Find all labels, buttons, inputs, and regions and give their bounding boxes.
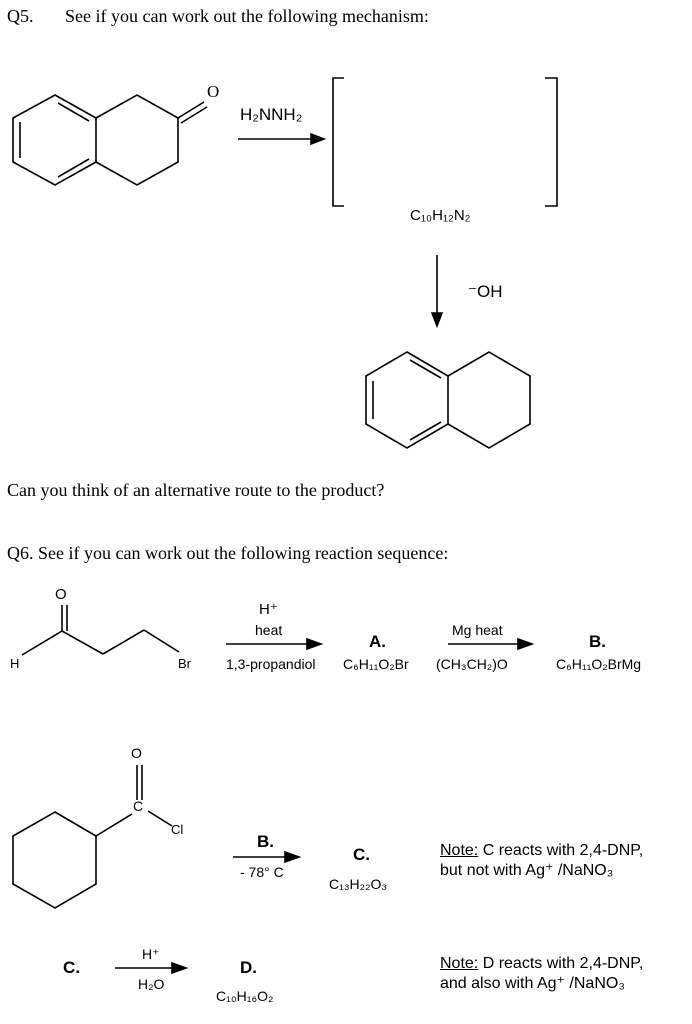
- q6-arrow-1: [226, 637, 324, 651]
- product-c-formula: C₁₃H₂₂O₃: [329, 876, 388, 892]
- acyl-carbon: C: [133, 798, 144, 814]
- product-b-label: B.: [589, 632, 606, 651]
- q5-prompt: See if you can work out the following me…: [65, 6, 429, 26]
- bromo-aldehyde-structure: [21, 605, 180, 656]
- base-hydroxide: ⁻OH: [468, 282, 503, 301]
- product-a-label: A.: [369, 632, 386, 651]
- note-d-prefix: Note:: [440, 955, 479, 972]
- aldehyde-oxygen: O: [55, 586, 67, 603]
- note-c: Note: C reacts with 2,4-DNP, but not wit…: [440, 842, 643, 880]
- q5-arrow-right: [238, 132, 327, 146]
- note-d-line1: D reacts with 2,4-DNP,: [478, 955, 644, 972]
- step4-reagent-water: H₂O: [138, 976, 165, 992]
- product-d-formula: C₁₀H₁₆O₂: [216, 988, 274, 1004]
- reagent-hydrazine: H₂NNH₂: [240, 105, 303, 124]
- note-c-line2: but not with Ag⁺ /NaNO₃: [440, 862, 614, 879]
- q5-number: Q5.: [7, 6, 34, 26]
- note-d-line2: and also with Ag⁺ /NaNO₃: [440, 975, 625, 992]
- ketone-oxygen: O: [207, 82, 220, 101]
- bromine-atom: Br: [178, 656, 191, 671]
- step1-reagent-diol: 1,3-propandiol: [226, 656, 316, 672]
- note-d: Note: D reacts with 2,4-DNP, and also wi…: [440, 955, 643, 993]
- note-c-line1: C reacts with 2,4-DNP,: [478, 842, 644, 859]
- step4-reagent-acid: H⁺: [142, 946, 160, 962]
- acyl-chloride-structure: [12, 765, 173, 909]
- bracket-right: [545, 77, 558, 207]
- step3-reagent-b: B.: [257, 832, 274, 851]
- q6-arrow-4: [115, 961, 189, 975]
- q5-followup: Can you think of an alternative route to…: [7, 480, 385, 500]
- q6-prompt: Q6. See if you can work out the followin…: [7, 543, 449, 563]
- note-c-prefix: Note:: [440, 842, 479, 859]
- q5-arrow-down: [430, 255, 444, 329]
- step3-temperature: - 78° C: [240, 864, 284, 880]
- q6-arrow-2: [448, 637, 535, 651]
- step2-reagent-mg: Mg heat: [452, 622, 503, 638]
- step1-reagent-acid: H⁺: [259, 601, 278, 618]
- product-d-label: D.: [240, 958, 257, 977]
- chlorine-atom: Cl: [171, 822, 184, 837]
- product-b-formula: C₆H₁₁O₂BrMg: [556, 656, 642, 672]
- start-c-label: C.: [63, 958, 80, 977]
- intermediate-formula: C₁₀H₁₂N₂: [410, 207, 471, 224]
- step2-reagent-ether: (CH₃CH₂)O: [436, 656, 508, 672]
- tetralin-structure: [365, 351, 531, 449]
- step1-reagent-heat: heat: [255, 622, 283, 638]
- acyl-oxygen: O: [131, 745, 142, 761]
- product-c-label: C.: [353, 845, 370, 864]
- q6-arrow-3: [233, 850, 302, 864]
- tetralone-structure: [12, 94, 208, 186]
- product-a-formula: C₆H₁₁O₂Br: [343, 656, 409, 672]
- bracket-left: [332, 77, 344, 207]
- aldehyde-hydrogen: H: [10, 656, 20, 671]
